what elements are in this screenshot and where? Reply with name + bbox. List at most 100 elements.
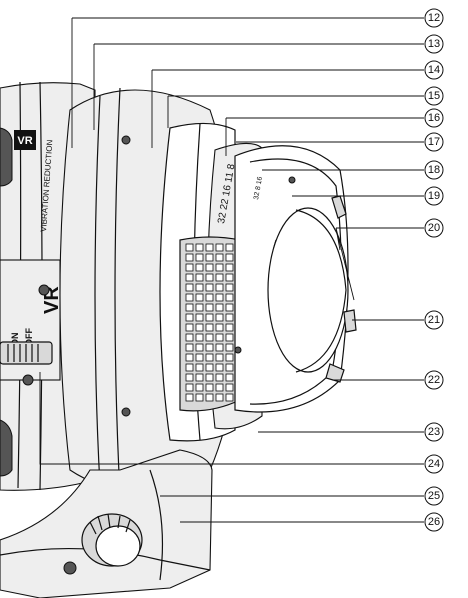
knurl-cell (185, 303, 194, 312)
knurl-cell (195, 373, 204, 382)
knurl-cell (195, 343, 204, 352)
knurl-cell (215, 273, 224, 282)
knurl-cell (225, 253, 234, 262)
callout-19: 19 (424, 186, 444, 206)
knurl-cell (205, 323, 214, 332)
knurl-cell (215, 383, 224, 392)
knurl-cell (205, 263, 214, 272)
svg-text:15: 15 (428, 90, 440, 102)
knurl-cell (205, 353, 214, 362)
knurl-cell (205, 343, 214, 352)
knurl-cell (185, 333, 194, 342)
vr-badge: VR (14, 130, 36, 150)
knurl-cell (195, 243, 204, 252)
knurl-cell (195, 323, 204, 332)
callout-15: 15 (424, 86, 444, 106)
knurl-cell (185, 313, 194, 322)
knurl-cell (185, 373, 194, 382)
knurl-cell (195, 263, 204, 272)
callout-24: 24 (424, 454, 444, 474)
svg-text:17: 17 (428, 136, 440, 148)
knurl-cell (205, 283, 214, 292)
svg-text:19: 19 (428, 190, 440, 202)
knurl-cell (205, 333, 214, 342)
knurl-cell (225, 313, 234, 322)
knurl-cell (195, 353, 204, 362)
rear-lens-cap (267, 195, 357, 383)
knurl-cell (215, 363, 224, 372)
svg-text:24: 24 (428, 458, 440, 470)
knurl-cell (185, 293, 194, 302)
knurl-cell (185, 363, 194, 372)
svg-text:16: 16 (428, 112, 440, 124)
screw-icon (22, 374, 34, 386)
knurl-cell (225, 303, 234, 312)
knurl-cell (205, 313, 214, 322)
knurl-cell (225, 243, 234, 252)
screw-icon (121, 407, 131, 417)
knurl-cell (195, 313, 204, 322)
screw-icon (121, 135, 131, 145)
switch-on-label: ON (10, 333, 20, 347)
knurl-cell (185, 393, 194, 402)
switch-off-label: OFF (24, 328, 34, 346)
knurl-cell (205, 383, 214, 392)
callout-leaders (39, 17, 424, 523)
knurl-cell (225, 383, 234, 392)
knurl-cell (195, 293, 204, 302)
knurl-cell (215, 303, 224, 312)
knurl-cell (185, 283, 194, 292)
knurl-cell (215, 283, 224, 292)
knurl-cell (215, 353, 224, 362)
svg-text:23: 23 (428, 426, 440, 438)
knurl-cell (215, 263, 224, 272)
screw-icon (38, 284, 50, 296)
knurl-cell (205, 393, 214, 402)
knurl-cell (195, 273, 204, 282)
knurl-cell (185, 273, 194, 282)
tripod-collar-knob[interactable] (81, 513, 143, 567)
knurl-cell (225, 343, 234, 352)
knurl-cell (215, 343, 224, 352)
knurl-cell (215, 393, 224, 402)
screw-icon (234, 346, 242, 354)
knurl-cell (225, 283, 234, 292)
knurl-cell (225, 353, 234, 362)
knurl-cell (225, 293, 234, 302)
callout-16: 16 (424, 108, 444, 128)
knurl-cell (215, 293, 224, 302)
aperture-ring[interactable] (179, 236, 241, 412)
svg-text:22: 22 (428, 374, 440, 386)
svg-text:25: 25 (428, 490, 440, 502)
callout-25: 25 (424, 486, 444, 506)
knurl-cell (205, 303, 214, 312)
vr-switch[interactable] (0, 341, 53, 365)
callout-12: 12 (424, 8, 444, 28)
knurl-cell (205, 363, 214, 372)
knurl-cell (195, 333, 204, 342)
svg-text:13: 13 (428, 38, 440, 50)
callout-26: 26 (424, 512, 444, 532)
knurl-cell (215, 373, 224, 382)
knurl-cell (205, 293, 214, 302)
knurl-cell (225, 333, 234, 342)
knurl-cell (185, 383, 194, 392)
knurl-cell (225, 373, 234, 382)
knurl-cell (195, 253, 204, 262)
knurl-cell (215, 253, 224, 262)
svg-text:14: 14 (428, 64, 440, 76)
knurl-cell (215, 243, 224, 252)
knurl-cell (185, 253, 194, 262)
callout-18: 18 (424, 160, 444, 180)
svg-text:21: 21 (428, 314, 440, 326)
knurl-cell (205, 253, 214, 262)
knurl-cell (185, 243, 194, 252)
knurl-cell (205, 243, 214, 252)
svg-text:12: 12 (428, 12, 440, 24)
knurl-cell (195, 393, 204, 402)
vr-badge-label: VR (17, 135, 32, 147)
screw-icon (63, 561, 77, 575)
